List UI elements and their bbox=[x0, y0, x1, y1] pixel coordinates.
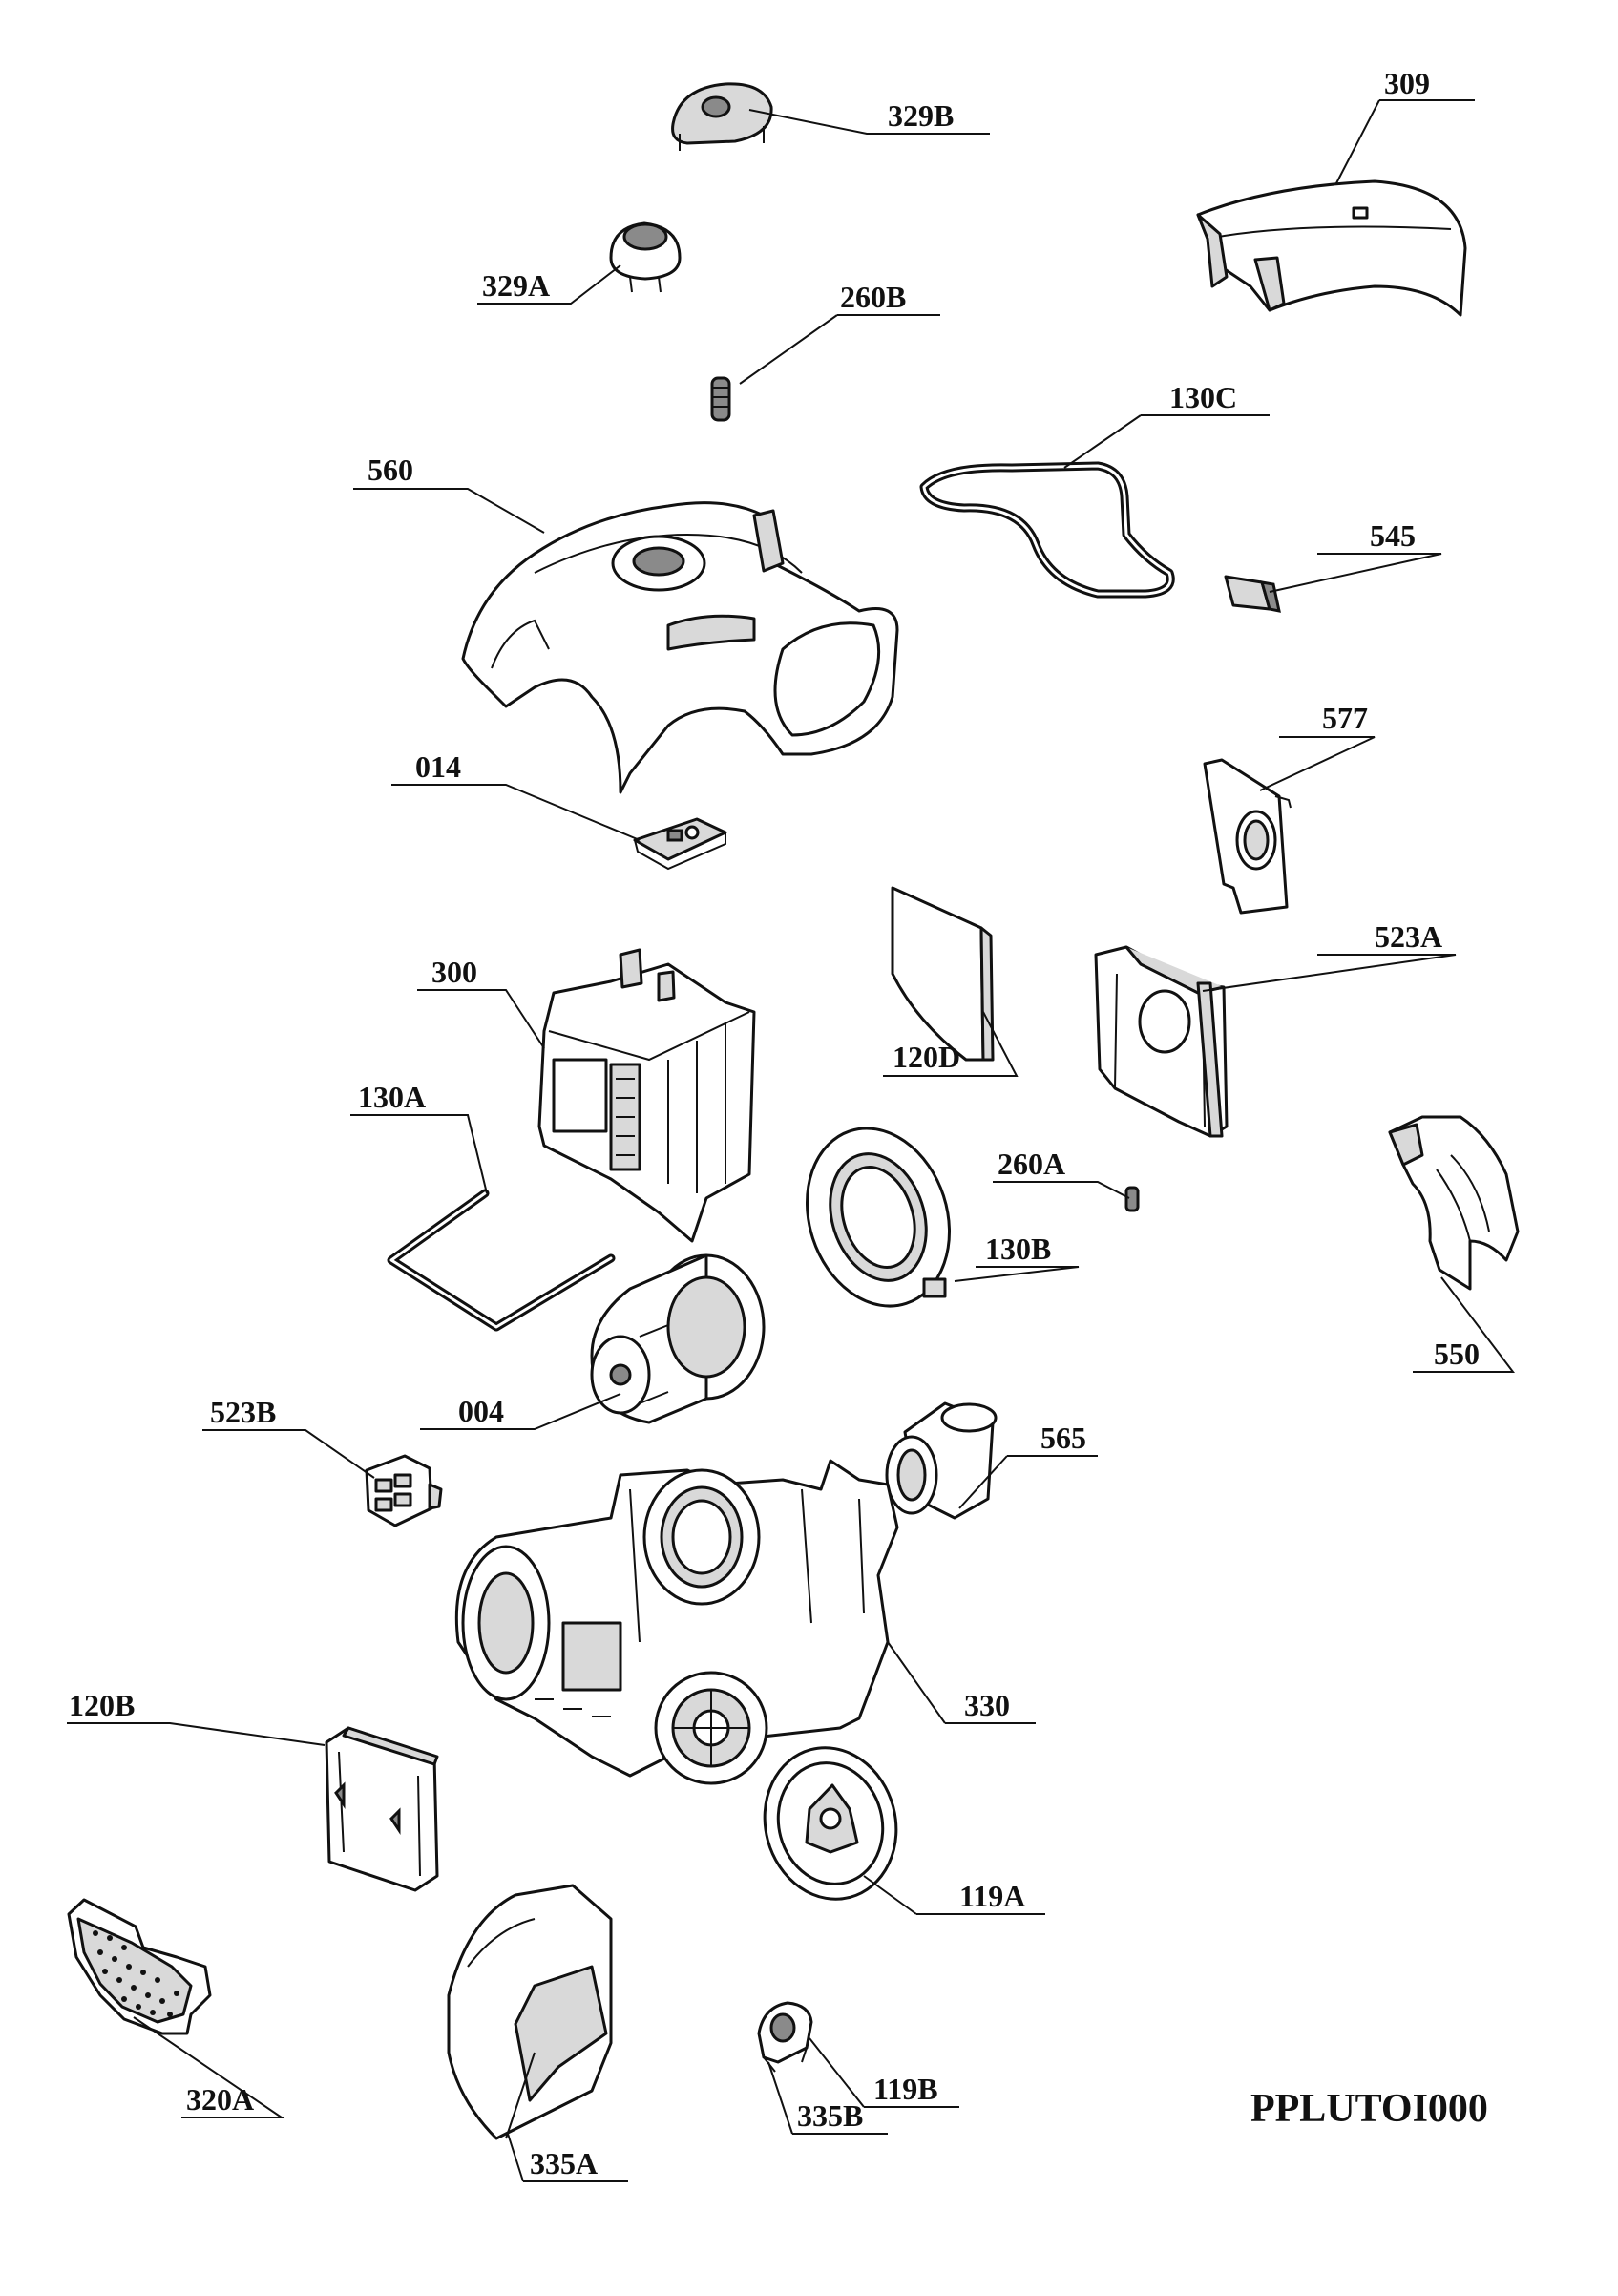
label-119a: 119A bbox=[959, 1879, 1025, 1913]
part-545-drawing bbox=[1224, 575, 1281, 613]
part-260a-drawing bbox=[1124, 1186, 1140, 1212]
label-014: 014 bbox=[415, 749, 461, 784]
part-labels: 329B 309 329A 260B 130C 560 545 577 014 … bbox=[69, 66, 1480, 2180]
label-130b: 130B bbox=[985, 1232, 1051, 1266]
label-330: 330 bbox=[964, 1688, 1010, 1722]
label-577: 577 bbox=[1322, 701, 1368, 735]
label-260b: 260B bbox=[840, 280, 906, 314]
part-014-drawing bbox=[633, 817, 727, 871]
label-335a: 335A bbox=[530, 2146, 598, 2180]
part-329b-drawing bbox=[671, 82, 773, 151]
leader-lines bbox=[67, 99, 1516, 2182]
label-545: 545 bbox=[1370, 518, 1416, 553]
part-330-drawing bbox=[454, 1459, 899, 1785]
part-523a-drawing bbox=[1094, 945, 1229, 1138]
label-300: 300 bbox=[431, 955, 477, 989]
part-550-drawing bbox=[1388, 1115, 1520, 1291]
part-130c-drawing bbox=[919, 461, 1175, 599]
label-335b: 335B bbox=[797, 2098, 863, 2133]
label-523b: 523B bbox=[210, 1395, 276, 1429]
grille-holes bbox=[93, 1930, 179, 2017]
label-320a: 320A bbox=[186, 2082, 254, 2117]
label-329a: 329A bbox=[482, 268, 550, 303]
part-320a-drawing bbox=[67, 1898, 212, 2035]
part-120b-drawing bbox=[325, 1726, 439, 1892]
label-523a: 523A bbox=[1375, 919, 1442, 954]
label-550: 550 bbox=[1434, 1337, 1480, 1371]
part-577-drawing bbox=[1203, 758, 1292, 915]
label-565: 565 bbox=[1040, 1421, 1086, 1455]
label-004: 004 bbox=[458, 1394, 504, 1428]
part-329a-drawing bbox=[609, 221, 682, 293]
part-335a-drawing bbox=[447, 1884, 613, 2140]
label-329b: 329B bbox=[888, 98, 954, 133]
part-560-drawing bbox=[461, 501, 899, 794]
part-119a-drawing bbox=[763, 1746, 898, 1901]
diagram-code: PPLUTOI000 bbox=[1250, 2087, 1488, 2131]
part-120d-drawing bbox=[891, 886, 995, 1062]
part-260b-drawing bbox=[710, 376, 731, 422]
label-120b: 120B bbox=[69, 1688, 135, 1722]
part-309-drawing bbox=[1196, 179, 1467, 317]
label-560: 560 bbox=[368, 453, 413, 487]
label-260a: 260A bbox=[998, 1147, 1065, 1181]
part-565-drawing bbox=[885, 1401, 998, 1520]
label-309: 309 bbox=[1384, 66, 1430, 100]
part-004-drawing bbox=[590, 1253, 766, 1424]
part-130a-drawing bbox=[387, 1189, 616, 1332]
part-119b-335b-drawing bbox=[757, 2001, 813, 2073]
part-523b-drawing bbox=[365, 1454, 443, 1527]
part-300-drawing bbox=[537, 948, 756, 1243]
label-119b: 119B bbox=[873, 2072, 938, 2106]
label-130c: 130C bbox=[1169, 380, 1237, 414]
part-130b-drawing bbox=[805, 1127, 952, 1308]
label-120d: 120D bbox=[893, 1040, 960, 1074]
label-130a: 130A bbox=[358, 1080, 426, 1114]
